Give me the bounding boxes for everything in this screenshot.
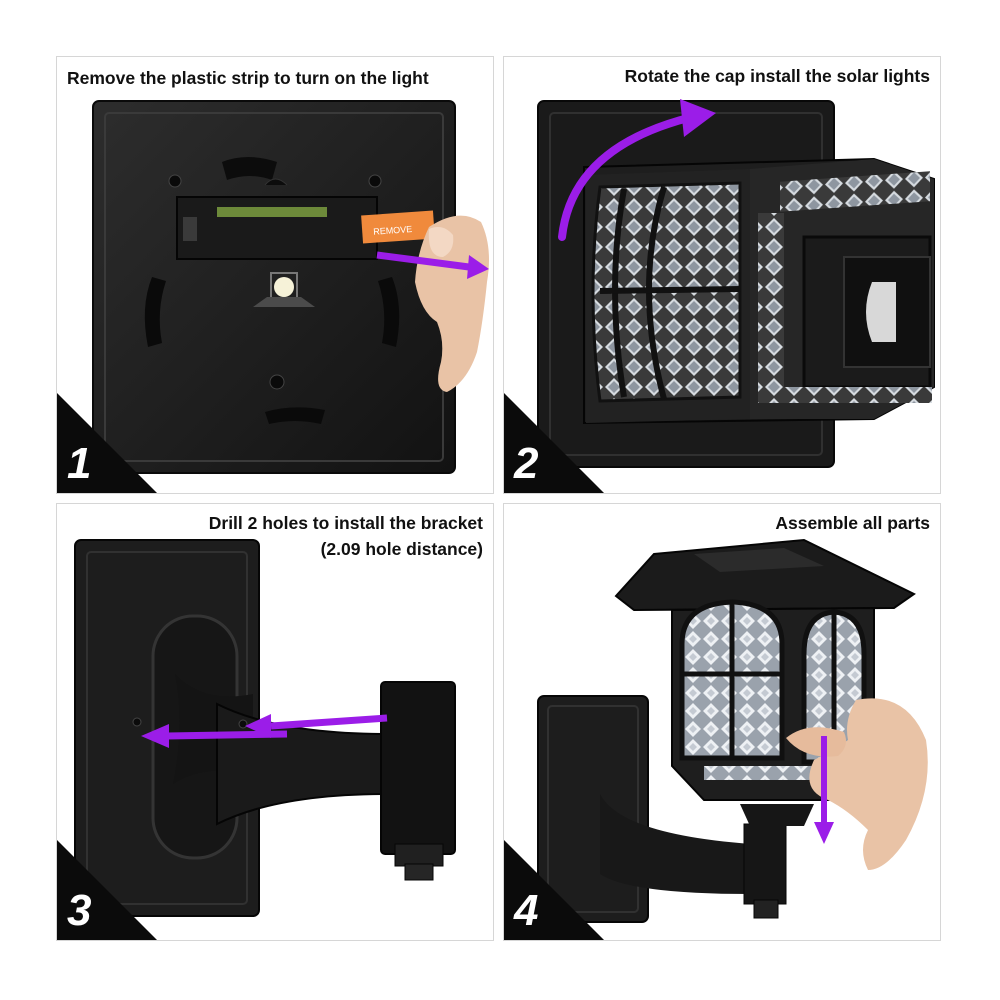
- battery-compartment-illustration: REMOVE: [92, 100, 489, 474]
- wall-bracket-illustration: [74, 539, 456, 917]
- step-2-number: 2: [514, 439, 539, 488]
- step-4-panel: Assemble all parts 4: [503, 503, 941, 941]
- step-3-caption-line-1: Drill 2 holes to install the bracket: [208, 513, 483, 533]
- lantern-head-illustration: [537, 99, 935, 468]
- strip-label: REMOVE: [373, 224, 413, 237]
- step-4-caption: Assemble all parts: [775, 513, 930, 533]
- assembled-lantern-illustration: [537, 538, 928, 923]
- step-2-panel: Rotate the cap install the solar lights …: [503, 56, 941, 494]
- step-4-number: 4: [514, 886, 539, 935]
- step-3-caption: Drill 2 holes to install the bracket (2.…: [209, 510, 483, 562]
- step-3-panel: Drill 2 holes to install the bracket (2.…: [56, 503, 494, 941]
- step-1-caption: Remove the plastic strip to turn on the …: [67, 68, 429, 88]
- step-1-panel: Remove the plastic strip to turn on the …: [56, 56, 494, 494]
- step-1-number: 1: [67, 439, 92, 488]
- step-3-number: 3: [67, 886, 92, 935]
- step-2-caption: Rotate the cap install the solar lights: [624, 66, 930, 86]
- step-3-caption-line-2: (2.09 hole distance): [320, 539, 483, 559]
